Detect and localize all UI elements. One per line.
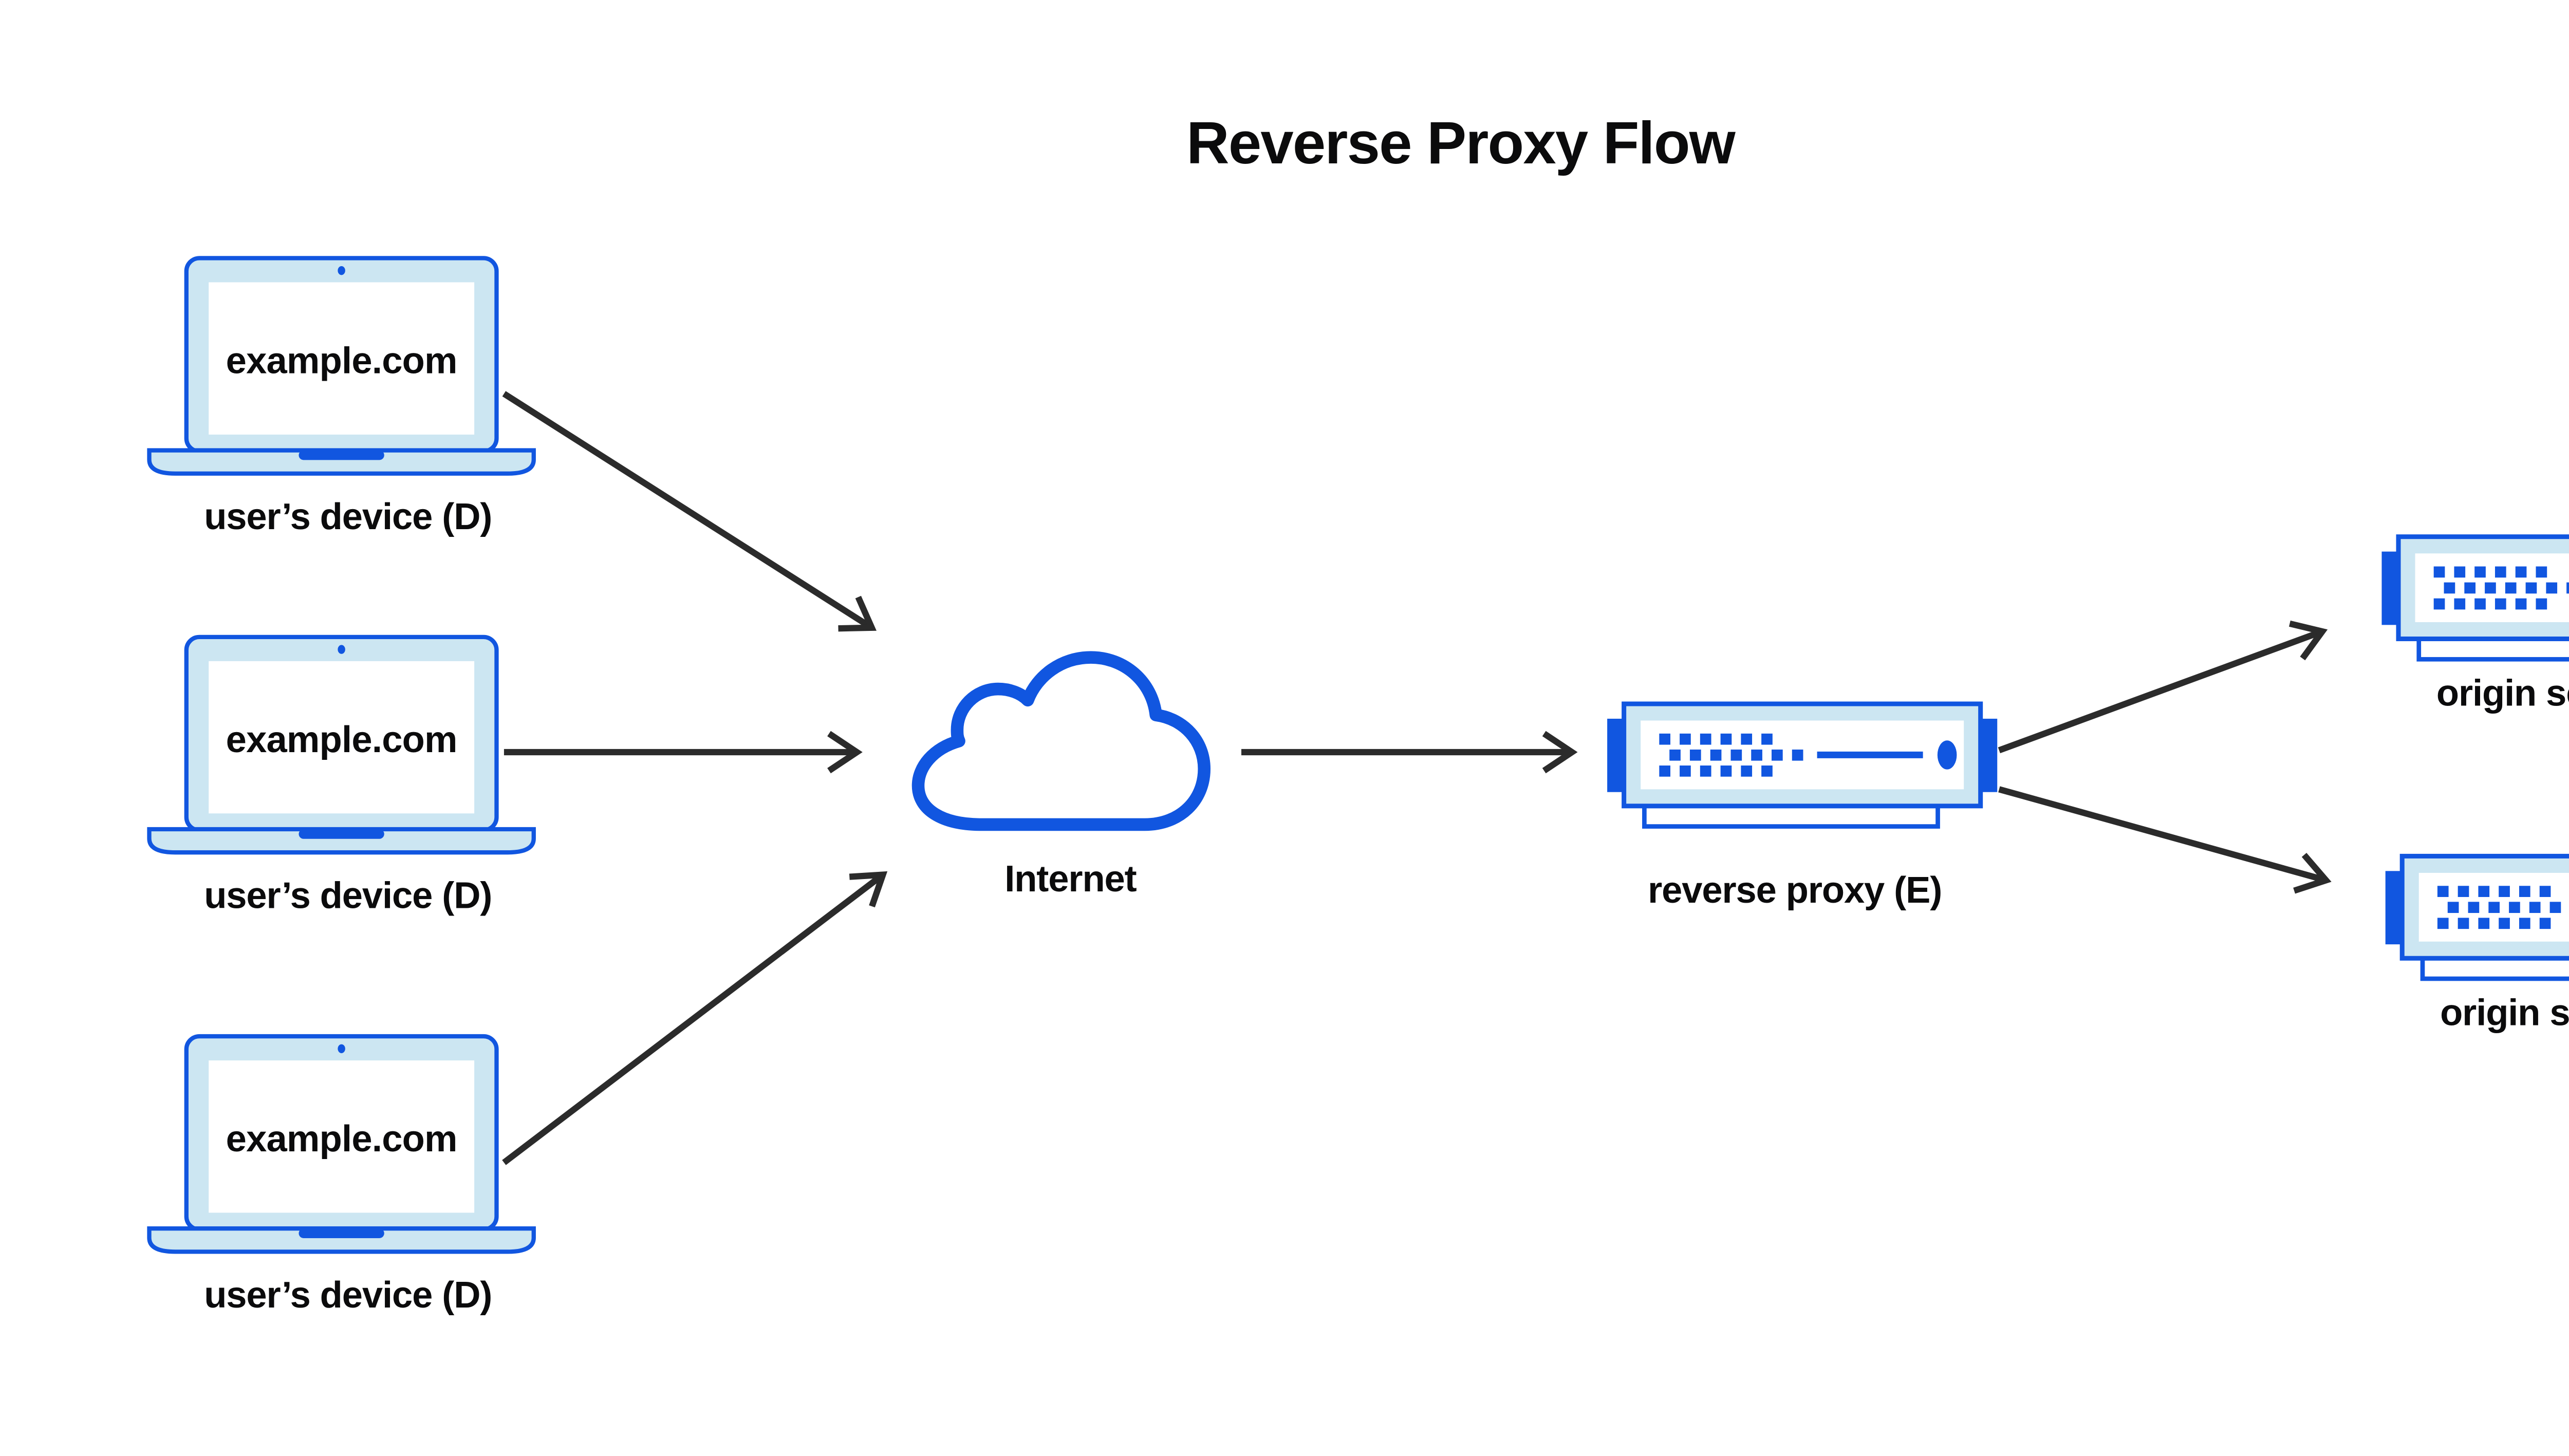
server-icon: [2386, 856, 2569, 979]
internet-label: Internet: [1004, 858, 1137, 900]
device-caption: user’s device (D): [204, 496, 492, 537]
user-device-1: example.com user’s device (D): [149, 258, 533, 537]
server-icon: [1607, 704, 1997, 827]
internet-cloud: Internet: [911, 651, 1211, 900]
user-device-2: example.com user’s device (D): [149, 637, 533, 917]
origin-server-label: origin server (F): [2436, 673, 2569, 714]
origin-server-1: origin server (F): [2381, 537, 2569, 714]
arrow-device1-to-internet: [502, 391, 877, 632]
origin-server-label: origin server (F): [2440, 992, 2569, 1033]
reverse-proxy-label: reverse proxy (E): [1648, 870, 1942, 911]
device-screen-label: example.com: [226, 341, 457, 382]
diagram-title: Reverse Proxy Flow: [1186, 109, 1736, 176]
arrow-proxy-to-origin2: [1998, 786, 2332, 894]
device-screen-label: example.com: [226, 719, 457, 760]
server-icon: [2381, 537, 2569, 660]
device-screen-label: example.com: [226, 1118, 457, 1160]
device-caption: user’s device (D): [204, 875, 492, 917]
device-caption: user’s device (D): [204, 1275, 492, 1316]
user-device-3: example.com user’s device (D): [149, 1036, 533, 1316]
arrows: [502, 391, 2332, 1165]
origin-server-2: origin server (F): [2386, 856, 2569, 1033]
arrow-device3-to-internet: [502, 871, 888, 1165]
arrow-proxy-to-origin1: [1998, 620, 2328, 754]
reverse-proxy: reverse proxy (E): [1607, 704, 1997, 911]
cloud-icon: [911, 651, 1211, 831]
